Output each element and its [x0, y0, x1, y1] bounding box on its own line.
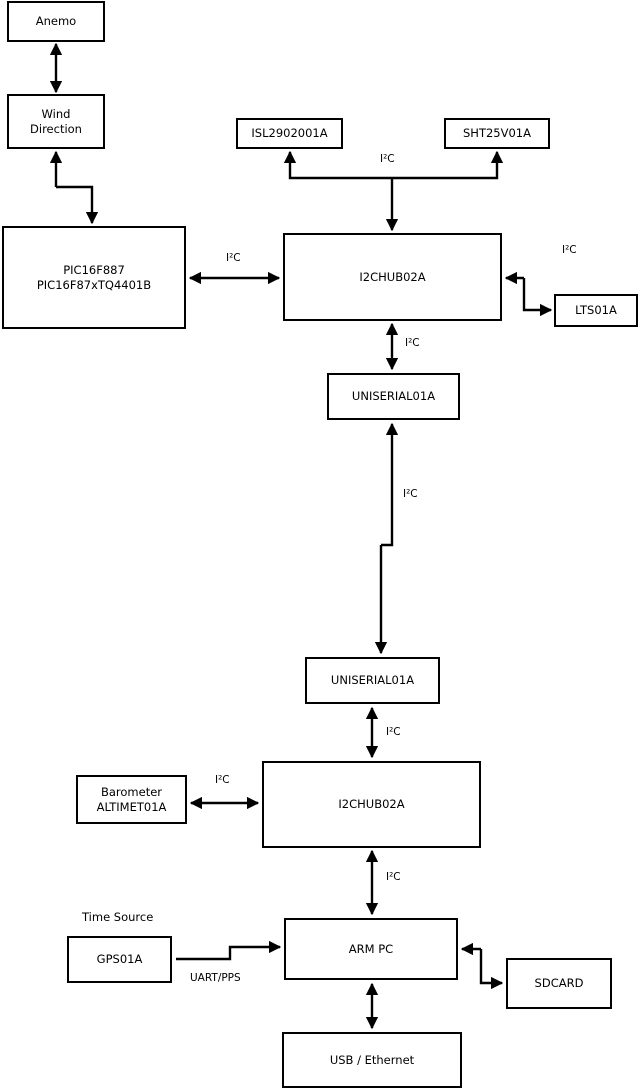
node-sdcard[interactable]: SDCARD [506, 958, 612, 1009]
node-wind-direction-label: Wind Direction [30, 106, 82, 136]
edge-label-top-bus: I²C [380, 153, 395, 165]
edge-bus-isl [283, 150, 392, 180]
node-anemo-label: Anemo [35, 14, 77, 29]
edge-label-barometer-hub: I²C [215, 774, 230, 786]
node-i2chub02a-top[interactable]: I2CHUB02A [283, 233, 502, 321]
node-gps01a-label: GPS01A [96, 952, 143, 967]
node-sht25v01a-label: SHT25V01A [463, 126, 531, 141]
node-gps01a[interactable]: GPS01A [67, 936, 172, 983]
edge-label-pic-hub: I²C [226, 252, 241, 264]
node-wind-direction[interactable]: Wind Direction [7, 94, 105, 149]
node-usb-ethernet-label: USB / Ethernet [329, 1052, 415, 1067]
node-arm-pc-label: ARM PC [348, 941, 394, 956]
node-barometer-altimet01a[interactable]: Barometer ALTIMET01A [76, 775, 187, 824]
edge-label-hub2-armpc: I²C [386, 871, 401, 883]
edge-gps-armpc [176, 940, 282, 961]
edge-label-uniserial-hub2: I²C [386, 726, 401, 738]
node-i2chub02a-bottom-label: I2CHUB02A [338, 797, 405, 812]
node-barometer-altimet01a-label: Barometer ALTIMET01A [96, 784, 167, 814]
node-lts01a[interactable]: LTS01A [554, 294, 638, 327]
node-uniserial01a-bottom[interactable]: UNISERIAL01A [305, 657, 440, 704]
node-sht25v01a[interactable]: SHT25V01A [444, 118, 550, 149]
edge-bus-sht [392, 150, 504, 180]
node-isl2902001a[interactable]: ISL2902001A [236, 118, 343, 149]
node-i2chub02a-top-label: I2CHUB02A [359, 269, 426, 284]
node-uniserial01a-top-label: UNISERIAL01A [351, 389, 436, 404]
edge-label-hub-uniserial: I²C [405, 337, 420, 349]
node-usb-ethernet[interactable]: USB / Ethernet [282, 1032, 462, 1088]
node-pic-mcu[interactable]: PIC16F887 PIC16F87xTQ4401B [2, 226, 186, 329]
node-sdcard-label: SDCARD [534, 976, 584, 991]
label-time-source: Time Source [82, 910, 154, 924]
node-uniserial01a-bottom-label: UNISERIAL01A [330, 673, 415, 688]
edge-label-hub-lts: I²C [562, 244, 577, 256]
node-anemo[interactable]: Anemo [7, 1, 105, 42]
edge-hub-lts [522, 278, 553, 317]
edge-label-gps-armpc: UART/PPS [190, 972, 241, 984]
node-uniserial01a-top[interactable]: UNISERIAL01A [327, 373, 460, 420]
node-isl2902001a-label: ISL2902001A [251, 126, 328, 141]
node-lts01a-label: LTS01A [575, 303, 617, 318]
node-pic-mcu-label: PIC16F887 PIC16F87xTQ4401B [36, 262, 152, 292]
node-arm-pc[interactable]: ARM PC [284, 918, 458, 980]
edge-uniserial-up [381, 422, 399, 547]
edge-armpc-sdcard [479, 949, 504, 990]
edge-wind-pic [56, 185, 99, 225]
edge-label-uniserial-uniserial: I²C [403, 488, 418, 500]
node-i2chub02a-bottom[interactable]: I2CHUB02A [262, 761, 481, 848]
